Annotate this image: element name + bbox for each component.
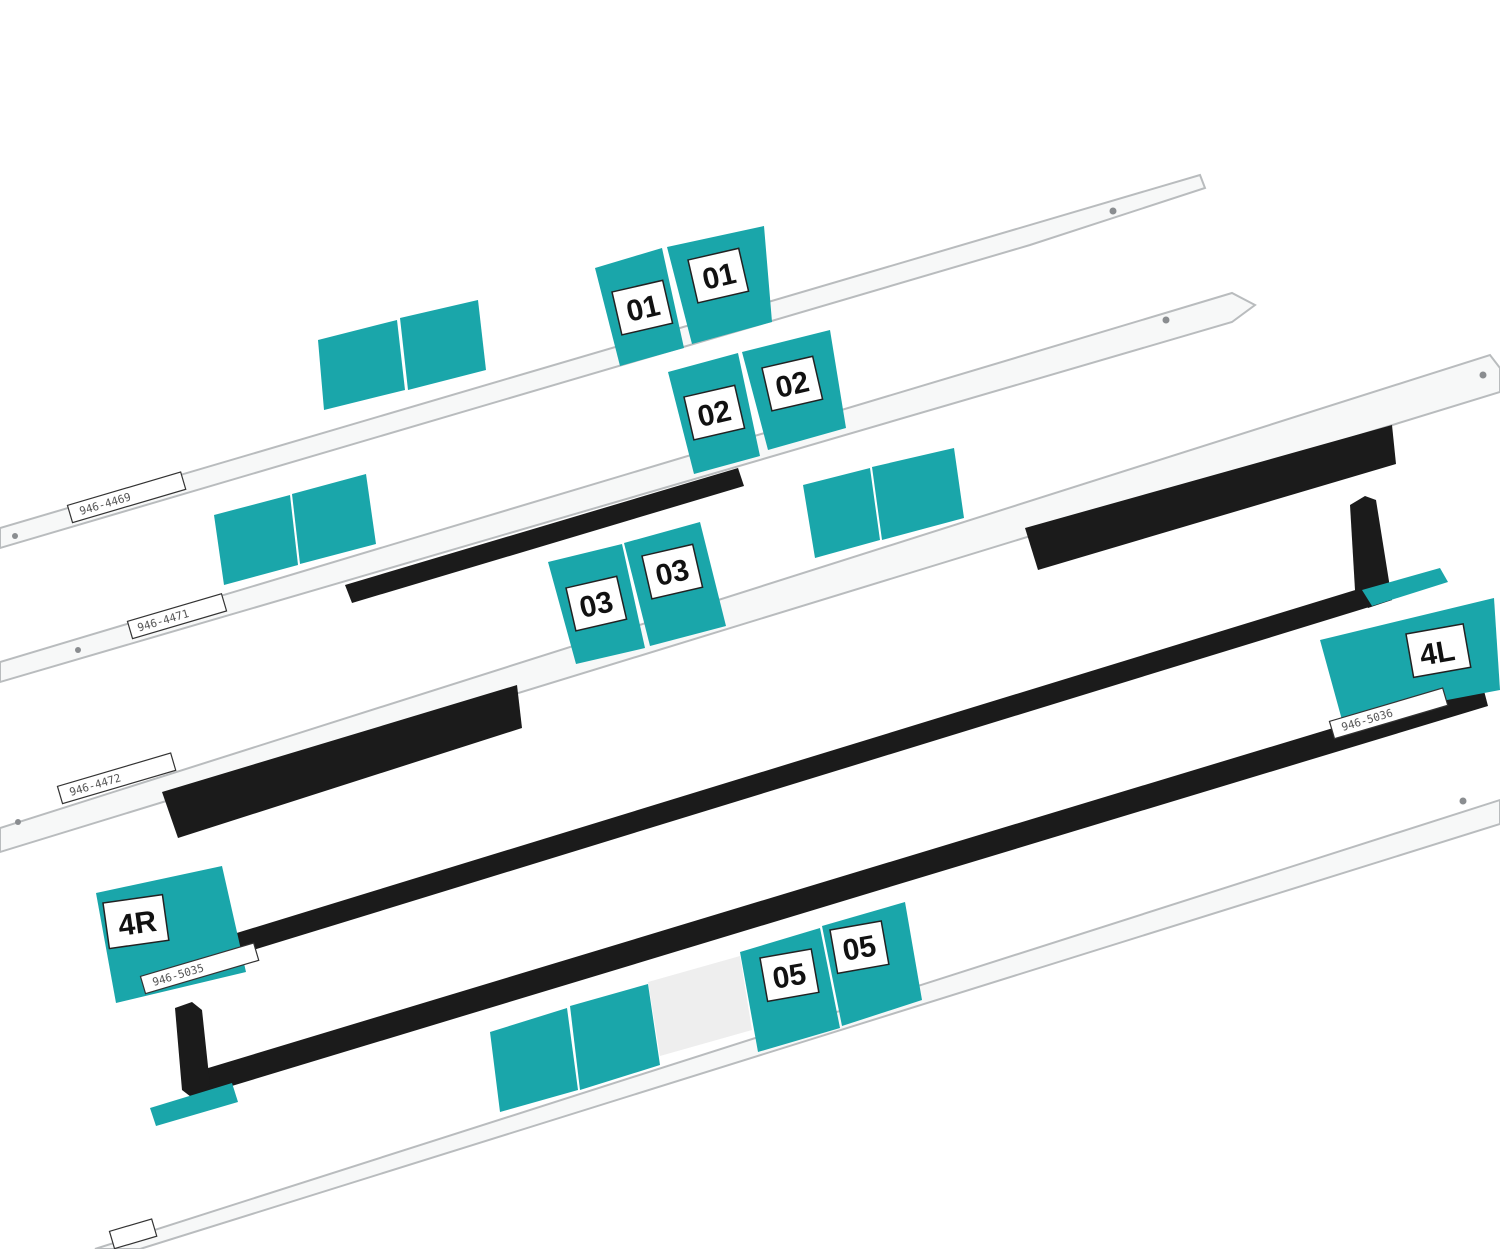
svg-text:02: 02: [694, 394, 734, 434]
adhesive-strip-4r: 4R 946-5035: [96, 496, 1448, 1003]
adhesive-strip-03: 946-4472 03 03: [0, 353, 1500, 854]
adhesive-tab-01: 01: [595, 248, 684, 366]
adhesive-tab-blank: [872, 448, 964, 540]
adhesive-tab-blank: [214, 495, 298, 585]
svg-text:05: 05: [840, 930, 879, 968]
adhesive-tab-blank: [318, 320, 405, 410]
adhesive-tab-05: 05: [740, 928, 840, 1052]
clear-liner-window: [648, 956, 752, 1056]
adhesive-tab-01: 01: [667, 226, 772, 344]
foam-strip: [162, 685, 522, 838]
svg-text:01: 01: [699, 257, 739, 297]
adhesive-tab-03: 03: [548, 544, 645, 664]
adhesive-tab-blank: [400, 300, 486, 390]
adhesive-strip-02: 946-4471 02 02: [0, 291, 1257, 684]
adhesive-tab-blank: [292, 474, 376, 564]
svg-text:05: 05: [770, 958, 809, 996]
adhesive-tab-blank: [490, 1008, 578, 1112]
adhesive-tab-4l: 4L: [1320, 598, 1500, 720]
adhesive-strip-4l: 4L 946-5036: [150, 598, 1500, 1126]
svg-text:03: 03: [576, 585, 616, 625]
svg-text:02: 02: [772, 365, 812, 405]
svg-text:4R: 4R: [116, 905, 159, 943]
adhesive-tab-03: 03: [624, 522, 726, 646]
adhesive-tab-blank: [803, 468, 880, 558]
svg-text:4L: 4L: [1417, 634, 1457, 673]
adhesive-strip-05: 05 05: [94, 797, 1500, 1249]
adhesive-strip-01: 946-4469 01 01: [0, 173, 1207, 550]
part-number-label: [108, 1218, 158, 1249]
adhesive-tab-02: 02: [742, 330, 846, 450]
svg-text:01: 01: [623, 289, 663, 329]
adhesive-tab-05: 05: [822, 902, 922, 1026]
svg-text:03: 03: [652, 553, 692, 593]
foam-strip: [1025, 425, 1396, 570]
adhesive-tab-blank: [570, 984, 660, 1090]
adhesive-tab-02: 02: [668, 353, 760, 474]
foam-strip: [345, 468, 744, 603]
